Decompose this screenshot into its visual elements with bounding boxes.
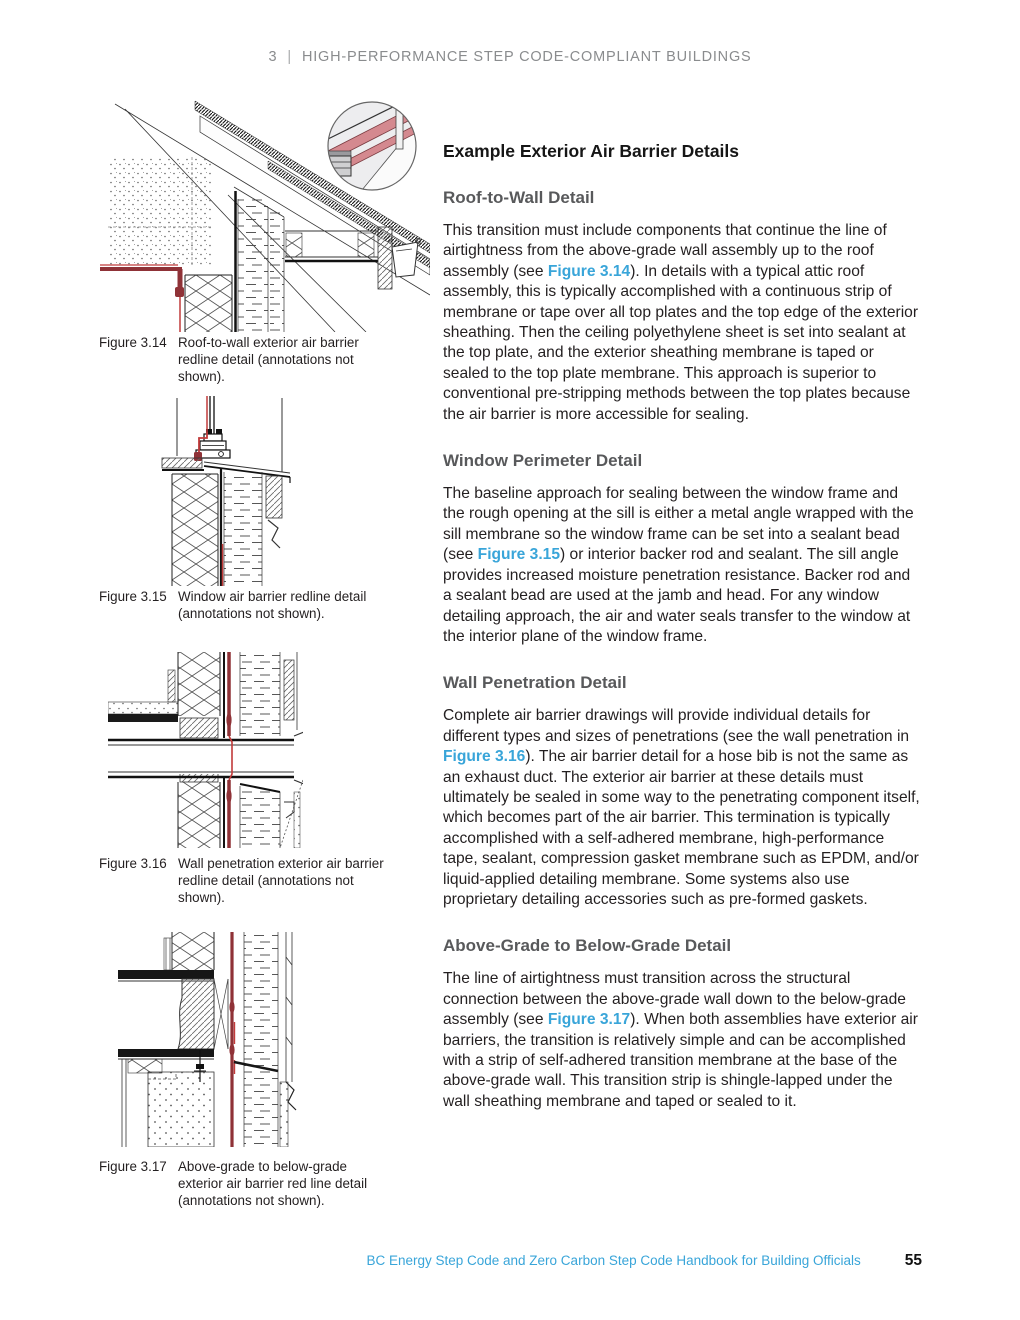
inset-detail-circle [327, 101, 417, 191]
page-footer: BC Energy Step Code and Zero Carbon Step… [366, 1252, 922, 1270]
figure-3-16-drawing [108, 652, 303, 848]
figure-3-14 [100, 99, 430, 332]
chapter-number: 3 [268, 49, 278, 65]
section-heading-wall-penetration: Wall Penetration Detail [443, 673, 627, 693]
figure-3-17 [108, 932, 308, 1147]
floor-assembly [118, 970, 229, 1060]
redline-air-barrier [100, 264, 184, 332]
paragraph-text: Complete air barrier drawings will provi… [443, 707, 910, 745]
figure-3-15-caption: Figure 3.15 Window air barrier redline d… [99, 588, 392, 622]
chapter-title: HIGH-PERFORMANCE STEP CODE-COMPLIANT BUI… [301, 49, 752, 65]
caption-text: Wall penetration exterior air barrier re… [178, 856, 384, 905]
figure-3-17-caption: Figure 3.17 Above-grade to below-grade e… [99, 1158, 392, 1209]
figure-3-14-drawing [100, 100, 430, 332]
window-frame [176, 396, 283, 472]
body-paragraph: The baseline approach for sealing betwee… [443, 484, 921, 647]
figure-3-16 [108, 652, 303, 848]
footer-book-title: BC Energy Step Code and Zero Carbon Step… [366, 1253, 861, 1268]
figure-3-16-caption: Figure 3.16 Wall penetration exterior ai… [99, 855, 392, 906]
figure-3-15-drawing [161, 396, 291, 586]
paragraph-text: This transition must include components … [443, 222, 887, 280]
body-paragraph: The line of airtightness must transition… [443, 969, 921, 1112]
sloped-sill-flashing [203, 461, 291, 483]
figure-3-15 [160, 396, 305, 586]
paragraph-text: ) or interior backer rod and sealant. Th… [443, 546, 911, 645]
figure-3-15-link[interactable]: Figure 3.15 [477, 546, 561, 564]
figure-3-17-link[interactable]: Figure 3.17 [547, 1011, 631, 1029]
interior-ledger [108, 669, 179, 722]
upper-wall [163, 932, 215, 971]
soffit-assembly [285, 226, 393, 290]
redline-air-barrier [226, 652, 233, 848]
header-divider: | [287, 49, 292, 65]
paragraph-text: The baseline approach for sealing betwee… [443, 485, 914, 564]
caption-label: Figure 3.17 [99, 1159, 167, 1174]
chapter-header: 3 | HIGH-PERFORMANCE STEP CODE-COMPLIANT B… [0, 49, 1020, 65]
caption-label: Figure 3.14 [99, 335, 167, 350]
caption-label: Figure 3.16 [99, 856, 167, 871]
body-paragraph: This transition must include components … [443, 221, 921, 425]
paragraph-text: ). The air barrier detail for a hose bib… [443, 748, 920, 908]
below-grade-assembly [121, 1050, 289, 1147]
gutter [391, 238, 421, 278]
wall-brick-veneer [233, 186, 285, 332]
wall-batt-insulation [184, 274, 233, 332]
attic-insulation [108, 157, 213, 265]
figure-3-14-caption: Figure 3.14 Roof-to-wall exterior air ba… [99, 334, 392, 385]
paragraph-text: The line of airtightness must transition… [443, 970, 906, 1029]
brick-veneer [243, 932, 297, 1147]
figure-3-14-link[interactable]: Figure 3.14 [547, 262, 631, 280]
caption-text: Window air barrier redline detail (annot… [178, 589, 367, 621]
paragraph-text: ). When both assemblies have exterior ai… [443, 1011, 918, 1110]
page-title: Example Exterior Air Barrier Details [443, 141, 740, 161]
body-paragraph: Complete air barrier drawings will provi… [443, 706, 921, 910]
redline-air-barrier [229, 932, 236, 1147]
penetrating-duct [108, 731, 303, 848]
section-heading-window-perimeter: Window Perimeter Detail [443, 451, 643, 471]
body-text-column: Example Exterior Air Barrier Details Roo… [443, 141, 921, 1112]
wall-below-window [171, 468, 283, 586]
section-heading-roof-to-wall: Roof-to-Wall Detail [443, 188, 595, 207]
caption-label: Figure 3.15 [99, 589, 167, 604]
brick-veneer [239, 652, 301, 848]
figure-3-16-link[interactable]: Figure 3.16 [443, 748, 526, 766]
caption-text: Above-grade to below-grade exterior air … [178, 1159, 368, 1208]
figure-3-17-drawing [118, 932, 297, 1147]
paragraph-text: ). In details with a typical attic roof … [443, 262, 919, 423]
footer-page-number: 55 [904, 1252, 922, 1269]
interior-sill [161, 457, 204, 471]
caption-text: Roof-to-wall exterior air barrier redlin… [178, 335, 359, 384]
section-heading-above-below-grade: Above-Grade to Below-Grade Detail [443, 936, 732, 956]
